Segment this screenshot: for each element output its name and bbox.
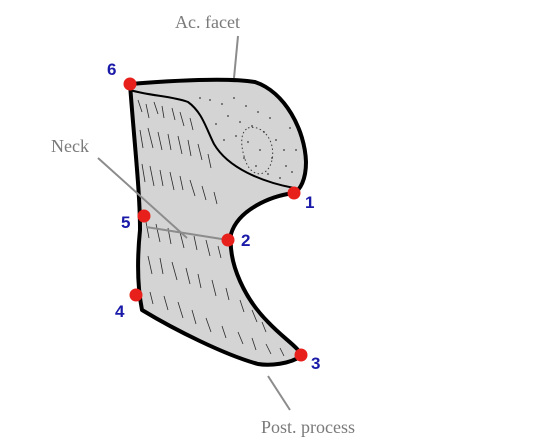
landmark-number-6: 6 — [107, 60, 116, 79]
landmark-number-1: 1 — [305, 193, 314, 212]
landmark-point-6 — [124, 78, 137, 91]
landmark-number-5: 5 — [121, 213, 130, 232]
facet-leader-line — [234, 36, 238, 78]
landmark-number-2: 2 — [241, 231, 250, 250]
process-leader-line — [268, 376, 290, 410]
landmark-number-3: 3 — [311, 354, 320, 373]
landmark-number-4: 4 — [115, 302, 125, 321]
landmark-point-4 — [130, 289, 143, 302]
neck-label: Neck — [51, 136, 89, 156]
landmark-point-3 — [295, 349, 308, 362]
landmark-point-5 — [138, 210, 151, 223]
process-label: Post. process — [261, 417, 355, 437]
landmark-point-1 — [288, 187, 301, 200]
bone-outline — [130, 80, 306, 365]
facet-label: Ac. facet — [175, 12, 240, 32]
landmark-point-2 — [222, 234, 235, 247]
